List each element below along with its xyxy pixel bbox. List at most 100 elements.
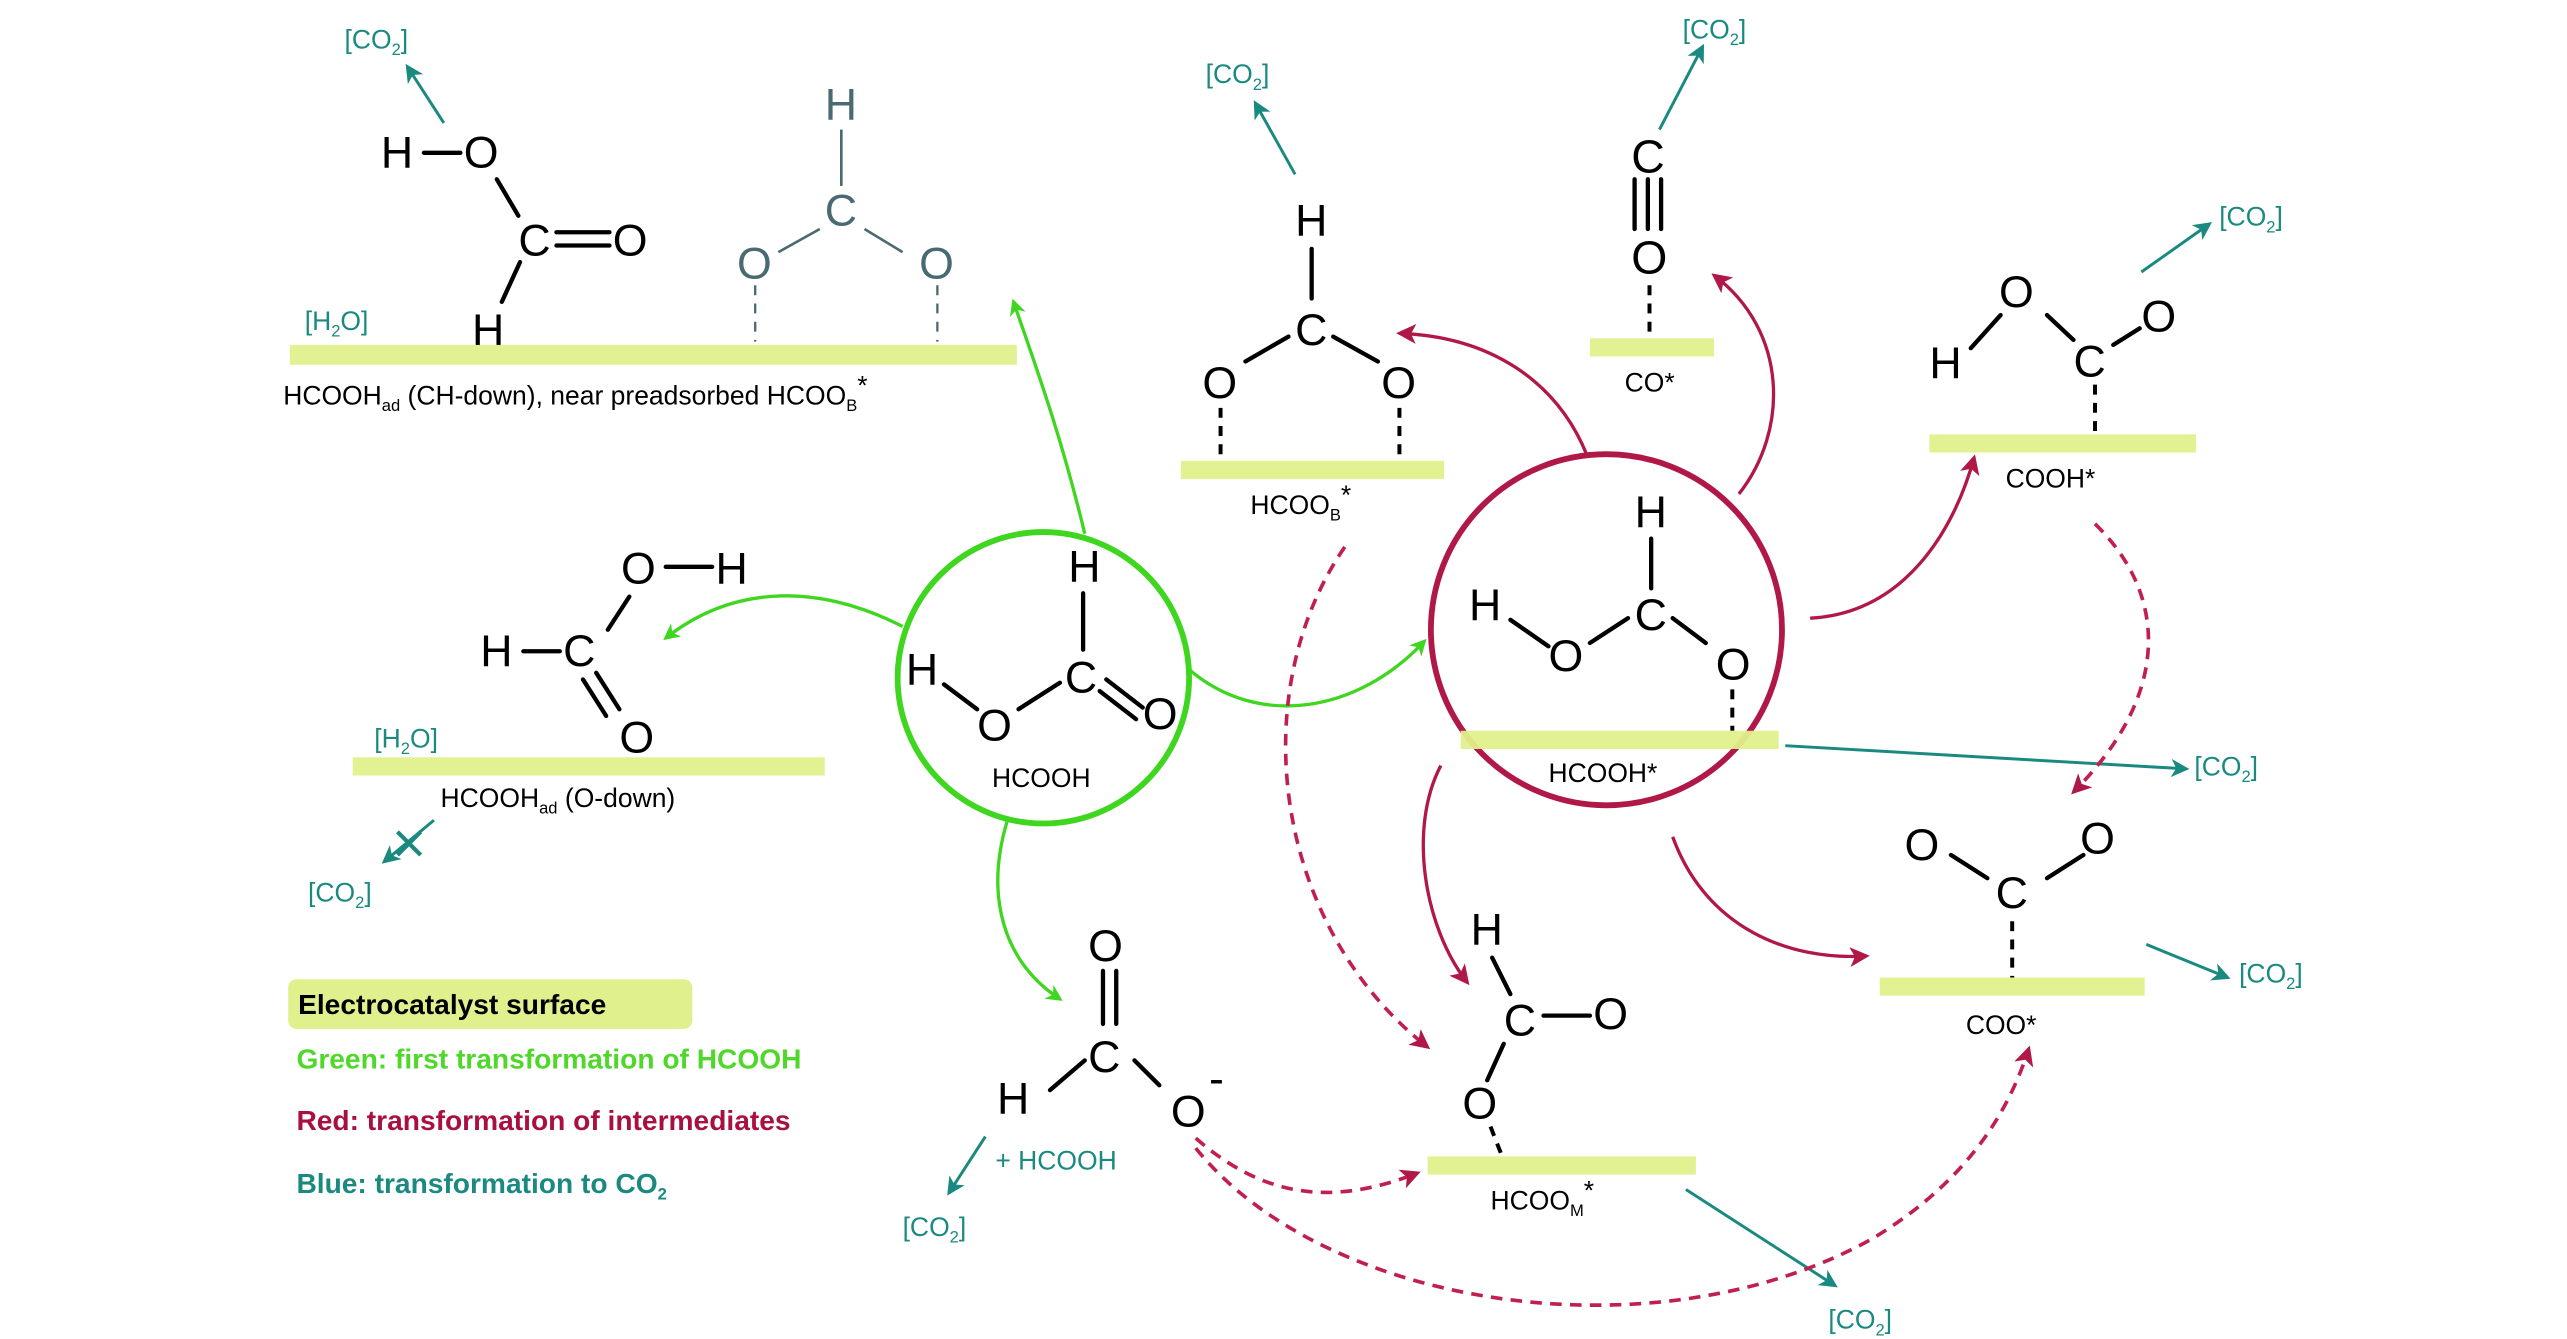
co2-label: [CO2]	[1206, 59, 1270, 94]
atom-h-preadsorbed: H	[825, 81, 857, 130]
dashed-arrow-hcoo-b-to-hcoo-m	[1283, 545, 1431, 1050]
atom-o: O	[613, 216, 648, 265]
atom-o: O	[1143, 690, 1178, 739]
atom-o: O	[1202, 359, 1237, 408]
atom-h: H	[1471, 905, 1503, 954]
bond	[1047, 1058, 1087, 1093]
dashed-arrow-cooh-to-coo	[2071, 522, 2151, 795]
co2-label: [CO2]	[344, 24, 408, 59]
atom-o: O	[464, 129, 499, 178]
legend-item-green: Green: first transformation of HCOOH	[296, 1044, 801, 1075]
to-co2-arrow	[1658, 43, 1705, 131]
bond	[1485, 1041, 1506, 1083]
atom-h: H	[1068, 543, 1100, 592]
bond	[1508, 617, 1551, 649]
species-hcooh-free: H C H O O HCOOH	[894, 529, 1192, 827]
bond	[499, 259, 523, 304]
arrow-to-hcooh-star	[1188, 638, 1427, 708]
atom-h: H	[1295, 197, 1327, 246]
legend-title: Electrocatalyst surface	[298, 989, 606, 1020]
species-co-star: [CO2] C O CO*	[1589, 15, 1747, 397]
arrow-to-cooh	[1810, 454, 1980, 620]
atom-o: O	[1716, 640, 1751, 689]
arrow-to-co	[1711, 273, 1776, 495]
bond	[605, 594, 632, 632]
co2-label: [CO2]	[2219, 202, 2283, 237]
atom-o: O	[619, 713, 654, 762]
atom-o: O	[2141, 293, 2176, 342]
co2-label: [CO2]	[903, 1212, 967, 1247]
hcooh-star-to-co2: [CO2]	[1785, 744, 2258, 786]
atom-c: C	[563, 627, 595, 676]
to-co2-arrow	[2140, 222, 2212, 274]
to-co2-arrow	[1785, 744, 2190, 778]
arrow-to-hcoo-m	[1421, 764, 1470, 986]
bond	[1968, 312, 2003, 351]
atom-o-preadsorbed: O	[919, 240, 954, 289]
double-bond	[580, 677, 609, 719]
bond	[777, 227, 821, 254]
species-label: HCOOHad (O-down)	[441, 783, 676, 818]
h2o-label: [H2O]	[305, 306, 369, 341]
dashed-arrow-formate-to-coo	[1194, 1045, 2034, 1307]
double-bond	[594, 670, 622, 712]
to-co2-arrow	[405, 63, 446, 124]
h2o-label: [H2O]	[374, 723, 438, 758]
atom-c: C	[1065, 654, 1097, 703]
co2-label: [CO2]	[2239, 959, 2303, 994]
hcooh-circle	[894, 529, 1192, 827]
species-formate: O C H O - + HCOOH [CO2]	[903, 922, 1224, 1247]
bond	[1331, 334, 1381, 364]
legend-surface-swatch	[288, 979, 693, 1029]
bond	[1243, 334, 1291, 364]
co2-label: [CO2]	[308, 877, 372, 912]
bond	[941, 682, 980, 712]
atom-h: H	[381, 129, 413, 178]
blocked-cross-icon	[396, 830, 423, 857]
bond	[1016, 680, 1063, 712]
bond	[1587, 616, 1631, 646]
bond	[1490, 955, 1513, 997]
double-bond	[1097, 688, 1139, 722]
atom-c: C	[1635, 591, 1667, 640]
co2-label: [CO2]	[1683, 15, 1747, 50]
atom-o: O	[1088, 922, 1123, 971]
to-co2-arrow	[1685, 1188, 1838, 1288]
atom-o-preadsorbed: O	[737, 240, 772, 289]
atom-o: O	[1999, 268, 2034, 317]
atom-o: O	[1548, 632, 1583, 681]
hcooh-star-circle	[1427, 451, 1785, 809]
species-label: HCOOH	[992, 763, 1091, 793]
atom-h: H	[715, 544, 747, 593]
catalyst-surface	[1427, 1156, 1696, 1175]
atom-c: C	[1295, 306, 1327, 355]
catalyst-surface	[1180, 460, 1445, 480]
arrow-to-formate	[996, 821, 1063, 1001]
species-label: HCOOHad (CH-down), near preadsorbed HCOO…	[283, 371, 867, 416]
atom-o: O	[977, 702, 1012, 751]
bond	[2044, 852, 2086, 881]
double-bond	[1104, 677, 1145, 710]
atom-h: H	[997, 1074, 1029, 1123]
catalyst-surface	[352, 757, 825, 776]
catalyst-surface	[1589, 338, 1715, 357]
arrow-to-coo	[1671, 836, 1870, 967]
species-hcoo-m: H C O O HCOOM* [CO2]	[1427, 905, 1892, 1339]
atom-c: C	[1504, 997, 1536, 1046]
species-label: COOH*	[2006, 463, 2096, 493]
atom-c: C	[518, 216, 550, 265]
atom-o: O	[1905, 821, 1940, 870]
catalyst-surface	[1879, 977, 2145, 996]
arrow-to-ch-down	[1010, 298, 1087, 535]
arrow-to-hcoo-b	[1396, 323, 1589, 455]
dashed-arrow-formate-to-hcoo-m	[1194, 1136, 1421, 1195]
atom-o: O	[621, 544, 656, 593]
species-hcooh-o-down: O H H C O [H2O] HCOOHad (O-down) [CO2]	[308, 544, 825, 912]
bond	[2111, 326, 2142, 348]
bond	[494, 177, 521, 218]
atom-o: O	[2080, 814, 2115, 863]
green-arrows	[663, 298, 1427, 1001]
atom-c-preadsorbed: C	[825, 187, 857, 236]
species-cooh-star: [CO2] O H C O COOH*	[1929, 202, 2283, 493]
